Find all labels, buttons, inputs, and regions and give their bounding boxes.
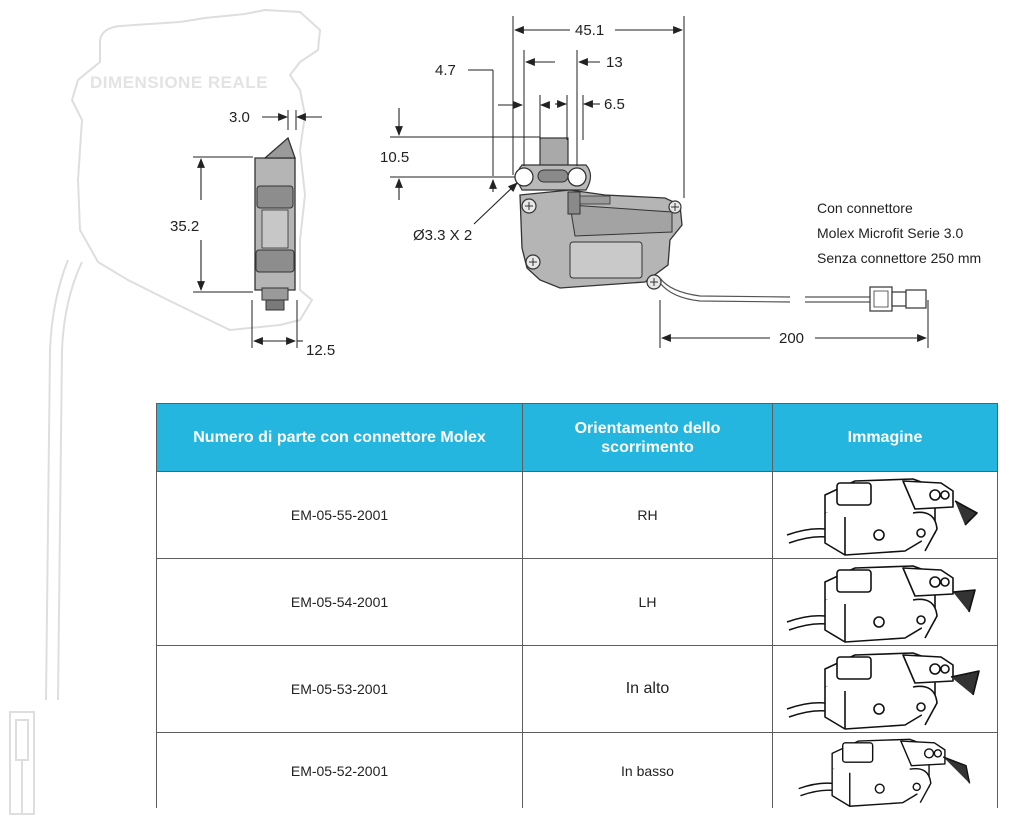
cable-note-line3: Senza connettore 250 mm bbox=[817, 250, 981, 266]
side-view: 3.0 35.2 12.5 bbox=[170, 109, 335, 359]
orientation-cell: LH bbox=[522, 558, 773, 646]
orientation-cell: RH bbox=[522, 471, 773, 559]
dim-13: 13 bbox=[606, 54, 623, 71]
header-image: Immagine bbox=[772, 403, 998, 472]
front-view: 45.1 13 4.7 6.5 10.5 Ø3.3 X 2 bbox=[380, 16, 929, 348]
part-number-cell: EM-05-52-2001 bbox=[156, 732, 523, 808]
part-number-cell: EM-05-53-2001 bbox=[156, 645, 523, 733]
part-number-cell: EM-05-54-2001 bbox=[156, 558, 523, 646]
cable-note: Con connettore Molex Microfit Serie 3.0 … bbox=[817, 200, 981, 266]
watermark-label: DIMENSIONE REALE bbox=[90, 73, 268, 92]
product-image bbox=[772, 471, 998, 559]
dim-12-5: 12.5 bbox=[306, 342, 335, 359]
dim-200: 200 bbox=[779, 330, 804, 347]
product-image bbox=[772, 645, 998, 733]
header-part-number: Numero di parte con connettore Molex bbox=[156, 403, 523, 472]
cable-note-line2: Molex Microfit Serie 3.0 bbox=[817, 225, 963, 241]
orientation-cell: In alto bbox=[522, 645, 773, 733]
dim-45-1: 45.1 bbox=[575, 22, 604, 39]
table-row: EM-05-52-2001 In basso bbox=[156, 732, 998, 808]
actuator-line-art bbox=[786, 478, 978, 556]
table-row: EM-05-54-2001 LH bbox=[156, 558, 998, 646]
dim-hole: Ø3.3 X 2 bbox=[413, 227, 472, 244]
dim-4-7: 4.7 bbox=[435, 62, 456, 79]
actuator-line-art bbox=[798, 738, 971, 807]
dim-10-5: 10.5 bbox=[380, 149, 409, 166]
product-image bbox=[772, 732, 998, 808]
table-header-row: Numero di parte con connettore Molex Ori… bbox=[156, 403, 998, 472]
actuator-line-art bbox=[786, 652, 980, 730]
real-size-silhouette bbox=[9, 8, 322, 815]
dim-3-0: 3.0 bbox=[229, 109, 250, 126]
actuator-line-art bbox=[786, 565, 976, 643]
table-row: EM-05-55-2001 RH bbox=[156, 471, 998, 559]
table-row: EM-05-53-2001 In alto bbox=[156, 645, 998, 733]
cable-note-line1: Con connettore bbox=[817, 200, 913, 216]
orientation-cell: In basso bbox=[522, 732, 773, 808]
product-image bbox=[772, 558, 998, 646]
dim-35-2: 35.2 bbox=[170, 218, 199, 235]
part-number-cell: EM-05-55-2001 bbox=[156, 471, 523, 559]
dim-6-5: 6.5 bbox=[604, 96, 625, 113]
parts-table: Numero di parte con connettore Molex Ori… bbox=[156, 403, 998, 808]
